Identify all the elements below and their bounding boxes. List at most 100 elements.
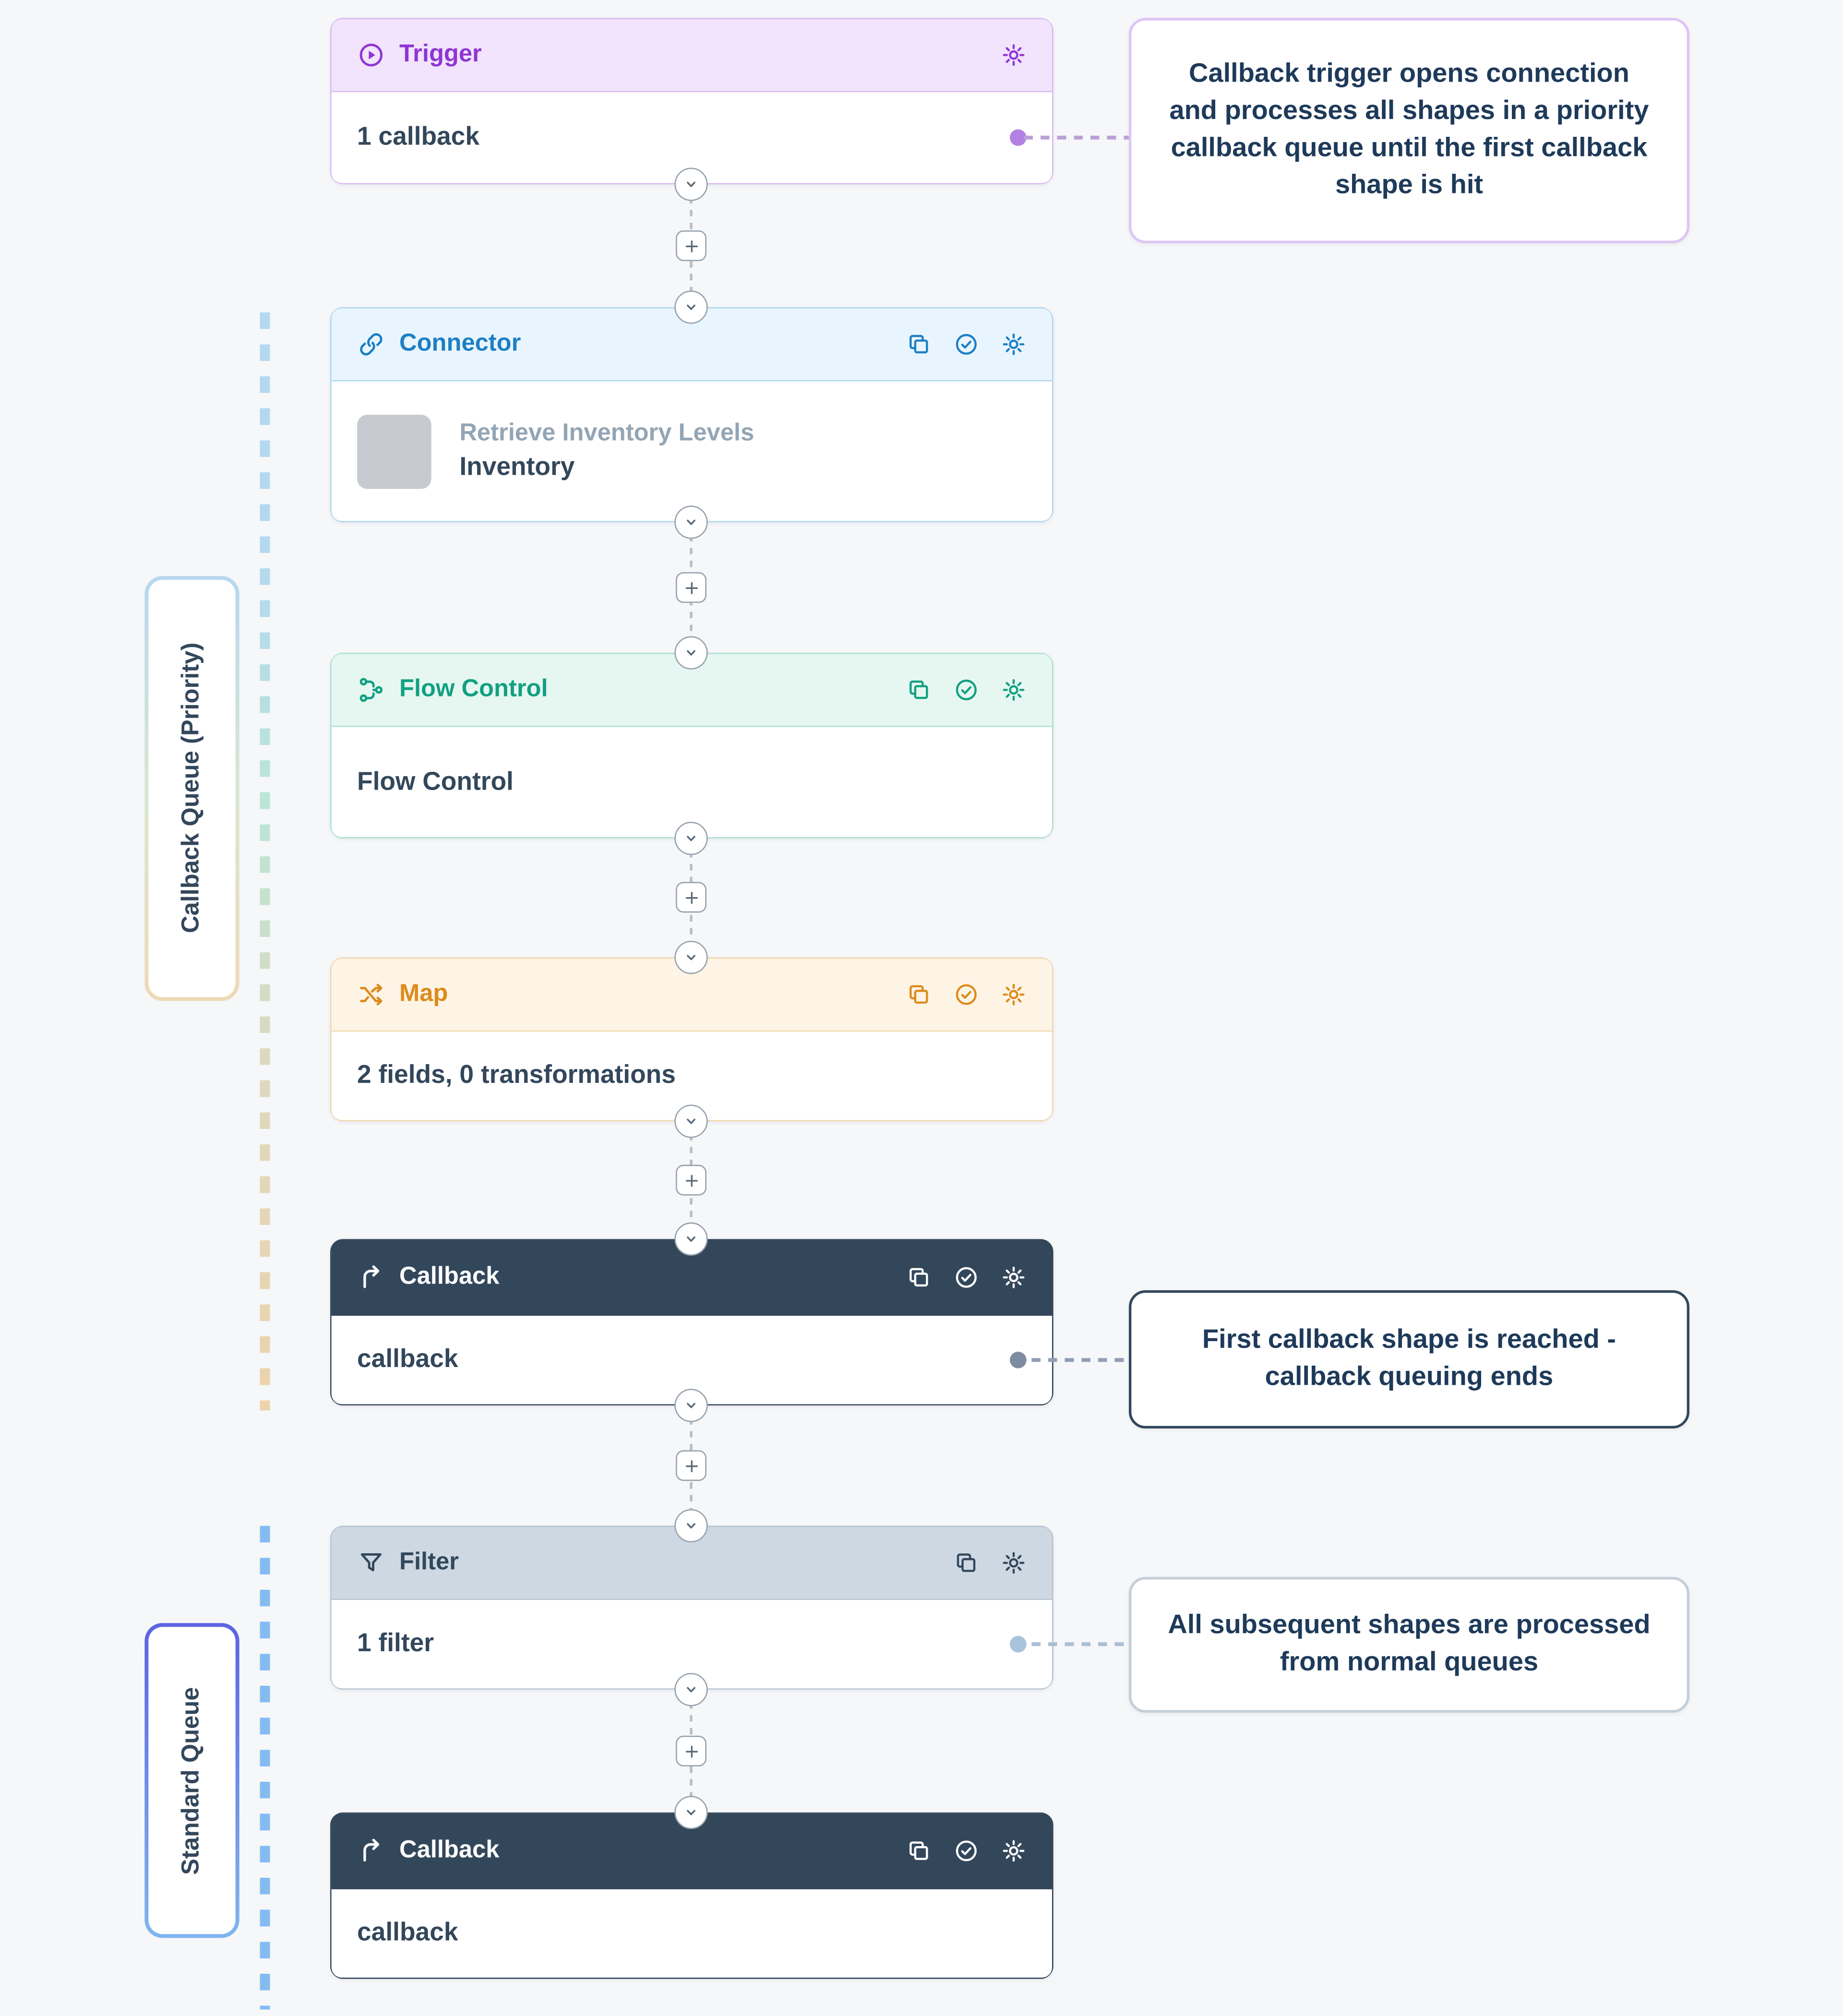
chevron-down-icon [681, 1515, 702, 1536]
trigger-annotation-text: Callback trigger opens connection and pr… [1169, 59, 1649, 200]
play-circle-icon [357, 41, 385, 69]
copy-icon[interactable] [906, 332, 932, 357]
trigger-summary: 1 callback [357, 123, 479, 151]
copy-icon[interactable] [906, 982, 932, 1007]
plus-icon [682, 236, 701, 255]
chevron-down-toggle[interactable] [674, 822, 708, 855]
annotation-leader-line [1031, 1358, 1129, 1362]
plus-icon [682, 1741, 701, 1761]
filter-icon [357, 1549, 385, 1577]
shape-callback-1[interactable]: Callback callback [330, 1239, 1053, 1405]
chevron-down-toggle[interactable] [674, 1509, 708, 1543]
flow-control-title: Flow Control [399, 676, 548, 703]
callback-arrow-icon [357, 1263, 385, 1292]
chevron-down-icon [681, 828, 702, 849]
trigger-header: Trigger [331, 19, 1052, 92]
check-circle-icon[interactable] [954, 1838, 979, 1863]
plus-icon [682, 1171, 701, 1190]
connector-name: Inventory [459, 453, 575, 481]
plus-icon [682, 1456, 701, 1475]
shape-connector[interactable]: Connector Retrieve Inventory Levels Inve… [330, 307, 1053, 522]
callback-annotation-text: First callback shape is reached - callba… [1202, 1325, 1616, 1392]
copy-icon[interactable] [906, 1265, 932, 1290]
chevron-down-icon [681, 1111, 702, 1132]
callback-queue-label: Callback Queue (Priority) [178, 643, 205, 934]
add-shape-button[interactable] [676, 1736, 706, 1766]
chevron-down-toggle[interactable] [674, 1104, 708, 1138]
shape-trigger[interactable]: Trigger 1 callback [330, 18, 1053, 184]
gear-icon[interactable] [1001, 1838, 1026, 1863]
shape-filter[interactable]: Filter 1 filter [330, 1525, 1053, 1690]
map-title: Map [399, 980, 448, 1008]
flow-control-icon [357, 676, 385, 704]
chevron-down-toggle[interactable] [674, 941, 708, 974]
callback-arrow-icon [357, 1837, 385, 1865]
standard-queue-label-box: Standard Queue [144, 1623, 239, 1938]
connector-title: Connector [399, 330, 521, 357]
check-circle-icon[interactable] [954, 332, 979, 357]
callback2-summary: callback [357, 1919, 458, 1947]
shape-map[interactable]: Map 2 fields, 0 transformations [330, 957, 1053, 1121]
copy-icon[interactable] [906, 677, 932, 703]
chevron-down-toggle[interactable] [674, 1673, 708, 1706]
connector-logo [357, 414, 431, 489]
chevron-down-icon [681, 1395, 702, 1416]
chevron-down-icon [681, 1229, 702, 1249]
standard-queue-label-inner: Standard Queue [148, 1627, 236, 1934]
gear-icon[interactable] [1001, 332, 1026, 357]
callback-queue-rail [260, 312, 270, 1411]
chevron-down-toggle[interactable] [674, 505, 708, 539]
chevron-down-toggle[interactable] [674, 1389, 708, 1422]
annotation-dot [1010, 1636, 1027, 1653]
add-shape-button[interactable] [676, 1164, 706, 1196]
filter-annotation-text: All subsequent shapes are processed from… [1168, 1610, 1651, 1677]
add-shape-button[interactable] [676, 572, 706, 603]
callback1-title: Callback [399, 1263, 500, 1290]
standard-queue-label: Standard Queue [178, 1686, 205, 1874]
flow-control-summary: Flow Control [357, 767, 514, 796]
add-shape-button[interactable] [676, 230, 706, 261]
filter-title: Filter [399, 1548, 459, 1576]
annotation-dot [1010, 129, 1027, 146]
chevron-down-icon [681, 297, 702, 318]
callback-annotation: First callback shape is reached - callba… [1129, 1290, 1689, 1428]
gear-icon[interactable] [1001, 982, 1026, 1007]
shape-callback-2[interactable]: Callback callback [330, 1812, 1053, 1979]
add-shape-button[interactable] [676, 882, 706, 913]
chevron-down-toggle[interactable] [674, 1222, 708, 1256]
copy-icon[interactable] [906, 1838, 932, 1863]
chevron-down-icon [681, 643, 702, 663]
check-circle-icon[interactable] [954, 982, 979, 1007]
gear-icon[interactable] [1001, 1265, 1026, 1290]
shuffle-icon [357, 981, 385, 1009]
chevron-down-icon [681, 1802, 702, 1823]
check-circle-icon[interactable] [954, 1265, 979, 1290]
chevron-down-toggle[interactable] [674, 168, 708, 201]
chevron-down-icon [681, 1680, 702, 1700]
callback2-title: Callback [399, 1836, 500, 1864]
annotation-leader-line [1024, 135, 1129, 140]
check-circle-icon[interactable] [954, 677, 979, 703]
gear-icon[interactable] [1001, 42, 1026, 68]
chevron-down-toggle[interactable] [674, 1796, 708, 1829]
gear-icon[interactable] [1001, 677, 1026, 703]
trigger-title: Trigger [399, 41, 482, 68]
add-shape-button[interactable] [676, 1450, 706, 1481]
chevron-down-icon [681, 174, 702, 195]
callback-queue-label-inner: Callback Queue (Priority) [148, 580, 236, 997]
map-summary: 2 fields, 0 transformations [357, 1061, 676, 1090]
standard-queue-rail [260, 1525, 270, 2010]
chevron-down-toggle[interactable] [674, 290, 708, 324]
plus-icon [682, 888, 701, 907]
chevron-down-icon [681, 947, 702, 968]
trigger-annotation: Callback trigger opens connection and pr… [1129, 18, 1689, 243]
chevron-down-toggle[interactable] [674, 636, 708, 670]
filter-annotation: All subsequent shapes are processed from… [1129, 1577, 1689, 1713]
connector-action: Retrieve Inventory Levels [459, 420, 754, 447]
copy-icon[interactable] [954, 1550, 979, 1575]
shape-flow-control[interactable]: Flow Control Flow Control [330, 653, 1053, 839]
annotation-dot [1010, 1352, 1027, 1368]
chevron-down-icon [681, 512, 702, 533]
gear-icon[interactable] [1001, 1550, 1026, 1575]
